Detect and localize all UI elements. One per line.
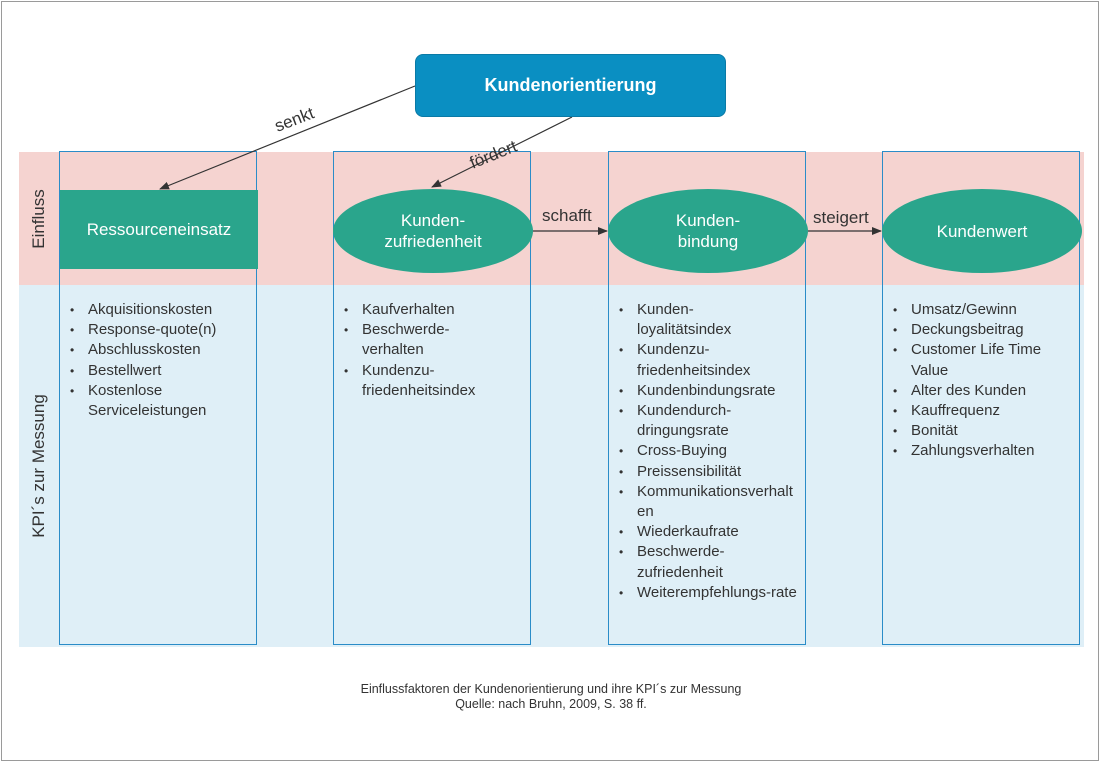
caption-source: Quelle: nach Bruhn, 2009, S. 38 ff. bbox=[455, 697, 647, 711]
list-item: Umsatz/Gewinn bbox=[891, 300, 1081, 320]
list-item: Kostenlose Serviceleistungen bbox=[68, 381, 228, 421]
list-item: Bestellwert bbox=[68, 361, 258, 381]
caption-title: Einflussfaktoren der Kundenorientierung … bbox=[360, 682, 742, 696]
node-kundenbindung: Kunden- bindung bbox=[608, 189, 808, 273]
list-item: Alter des Kunden bbox=[891, 381, 1081, 401]
kpi-list-resources: Akquisitionskosten Response-quote(n) Abs… bbox=[68, 300, 258, 421]
figure-caption: Einflussfaktoren der Kundenorientierung … bbox=[0, 682, 1102, 712]
list-item: Beschwerde-zufriedenheit bbox=[617, 542, 757, 582]
node-kundenzufriedenheit: Kunden- zufriedenheit bbox=[333, 189, 533, 273]
node-ressourceneinsatz: Ressourceneinsatz bbox=[60, 190, 258, 269]
column-resources bbox=[59, 151, 257, 645]
list-item: Bonität bbox=[891, 421, 1081, 441]
node-kundenorientierung: Kundenorientierung bbox=[415, 54, 726, 117]
list-item: Wiederkaufrate bbox=[617, 522, 807, 542]
node-kundenbindung-label: Kunden- bindung bbox=[675, 211, 741, 251]
node-kundenzufriedenheit-label: Kunden- zufriedenheit bbox=[384, 211, 482, 251]
list-item: Customer Life Time Value bbox=[891, 340, 1071, 380]
list-item: Zahlungsverhalten bbox=[891, 441, 1081, 461]
list-item: Cross-Buying bbox=[617, 441, 807, 461]
list-item: Kaufverhalten bbox=[342, 300, 532, 320]
kpi-list-loyalty: Kunden-loyalitätsindex Kundenzu-friedenh… bbox=[617, 300, 807, 603]
kpi-list-value: Umsatz/Gewinn Deckungsbeitrag Customer L… bbox=[891, 300, 1081, 462]
kpi-list-satisfaction: Kaufverhalten Beschwerde-verhalten Kunde… bbox=[342, 300, 532, 401]
arrow-foerdert bbox=[431, 116, 573, 188]
list-item: Kommunikationsverhalten bbox=[617, 482, 799, 522]
list-item: Kundendurch-dringungsrate bbox=[617, 401, 757, 441]
list-item: Kauffrequenz bbox=[891, 401, 1081, 421]
list-item: Weiterempfehlungs-rate bbox=[617, 583, 797, 603]
list-item: Response-quote(n) bbox=[68, 320, 258, 340]
list-item: Kunden-loyalitätsindex bbox=[617, 300, 752, 340]
list-item: Kundenzu-friedenheitsindex bbox=[617, 340, 762, 380]
list-item: Kundenbindungsrate bbox=[617, 381, 807, 401]
edge-label-steigert: steigert bbox=[813, 208, 869, 227]
list-item: Beschwerde-verhalten bbox=[342, 320, 462, 360]
arrow-senkt bbox=[159, 85, 416, 190]
list-item: Akquisitionskosten bbox=[68, 300, 258, 320]
node-kundenwert: Kundenwert bbox=[882, 189, 1082, 273]
list-item: Preissensibilität bbox=[617, 462, 807, 482]
column-satisfaction bbox=[333, 151, 531, 645]
list-item: Abschlusskosten bbox=[68, 340, 258, 360]
list-item: Deckungsbeitrag bbox=[891, 320, 1081, 340]
edge-label-schafft: schafft bbox=[542, 206, 592, 225]
node-kundenwert-label: Kundenwert bbox=[936, 221, 1028, 241]
list-item: Kundenzu-friedenheitsindex bbox=[342, 361, 487, 401]
